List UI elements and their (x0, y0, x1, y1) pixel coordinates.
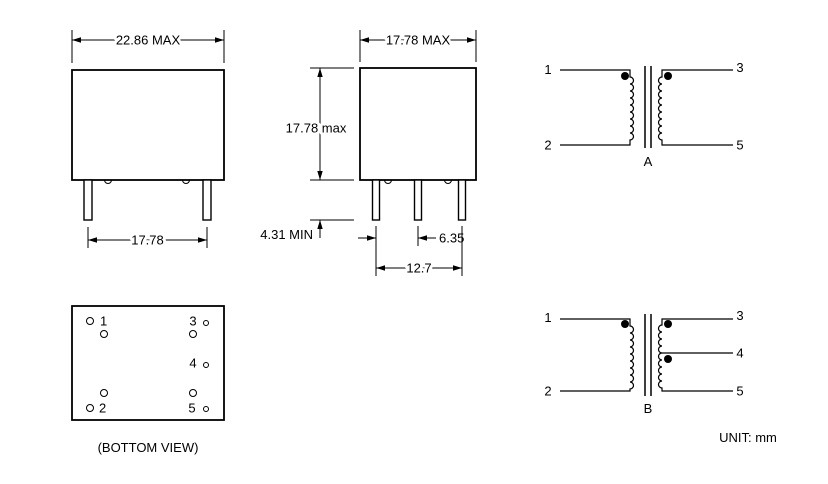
bottom-pin-2-label: 2 (99, 401, 106, 416)
front-standoff-left (104, 179, 112, 184)
schematic-a-primary-winding (560, 69, 635, 146)
side-pin-2 (413, 179, 423, 221)
schematic-a-pin-1-label: 1 (544, 62, 551, 77)
bottom-pin-1-label: 1 (100, 314, 107, 329)
bottom-pin-1-hole (86, 317, 94, 325)
schematic-b-secondary-polarity-dot-top (664, 320, 672, 328)
bottom-pin-4-hole (203, 362, 209, 368)
bottom-view-caption: (BOTTOM VIEW) (98, 440, 199, 455)
bottom-pin-4-label: 4 (189, 356, 196, 371)
schematic-a-primary-polarity-dot (621, 72, 629, 80)
schematic-b-pin-2-label: 2 (544, 384, 551, 399)
schematic-b-secondary-polarity-dot-tap (664, 355, 672, 363)
schematic-b-primary-winding (560, 318, 635, 392)
side-width-label: 17.78 MAX (386, 33, 451, 48)
bottom-standoff-hole-top-left (100, 330, 108, 338)
bottom-standoff-hole-top-right (189, 330, 197, 338)
front-pin-left (83, 179, 93, 221)
side-standoff-left (384, 179, 392, 184)
schematic-a: 1 2 3 5 A (544, 60, 743, 169)
side-body-outline (359, 67, 477, 181)
front-body-outline (71, 69, 225, 181)
pin-offset-label: 6.35 (439, 231, 464, 246)
schematic-b-label: B (644, 401, 653, 416)
bottom-pin-5-hole (203, 406, 209, 412)
side-height-label: 17.78 max (286, 121, 347, 136)
schematic-a-pin-3-label: 3 (736, 60, 743, 75)
bottom-view: 1 3 4 2 5 (BOTTOM VIEW) (71, 305, 225, 455)
schematic-a-secondary-winding (657, 69, 733, 146)
bottom-standoff-hole-bottom-right (189, 389, 197, 397)
front-pin-spacing-label: 17.78 (131, 233, 164, 248)
side-pin-spacing-label: 12.7 (406, 261, 431, 276)
schematic-b-pin-5-label: 5 (736, 384, 743, 399)
side-pin-1 (371, 179, 381, 221)
schematic-b-pin-4-label: 4 (736, 346, 743, 361)
schematic-b-secondary-winding (657, 318, 733, 392)
bottom-pin-3-label: 3 (189, 314, 196, 329)
bottom-standoff-hole-bottom-left (100, 389, 108, 397)
bottom-pin-5-label: 5 (188, 401, 195, 416)
front-standoff-right (182, 179, 190, 184)
schematic-b: 1 2 3 4 5 B (544, 308, 743, 416)
schematic-b-primary-polarity-dot (621, 320, 629, 328)
bottom-pin-3-hole (203, 320, 209, 326)
front-view: 22.86 MAX 17.78 (71, 30, 225, 251)
side-standoff-right (444, 179, 452, 184)
unit-note: UNIT: mm (719, 430, 777, 445)
schematic-a-secondary-polarity-dot (664, 72, 672, 80)
schematic-a-pin-5-label: 5 (736, 138, 743, 153)
schematic-b-pin-1-label: 1 (544, 310, 551, 325)
front-pin-right (202, 179, 212, 221)
side-view: 17.78 MAX 17.78 max 4.31 MIN 6.35 12.7 (260, 30, 477, 279)
schematic-a-pin-2-label: 2 (544, 138, 551, 153)
bottom-view-outline (71, 305, 225, 421)
bottom-pin-2-hole (86, 404, 94, 412)
schematic-b-pin-3-label: 3 (736, 308, 743, 323)
side-pin-3 (457, 179, 467, 221)
pin-length-label: 4.31 MIN (260, 227, 313, 242)
schematic-a-label: A (644, 154, 653, 169)
front-width-label: 22.86 MAX (116, 33, 181, 48)
